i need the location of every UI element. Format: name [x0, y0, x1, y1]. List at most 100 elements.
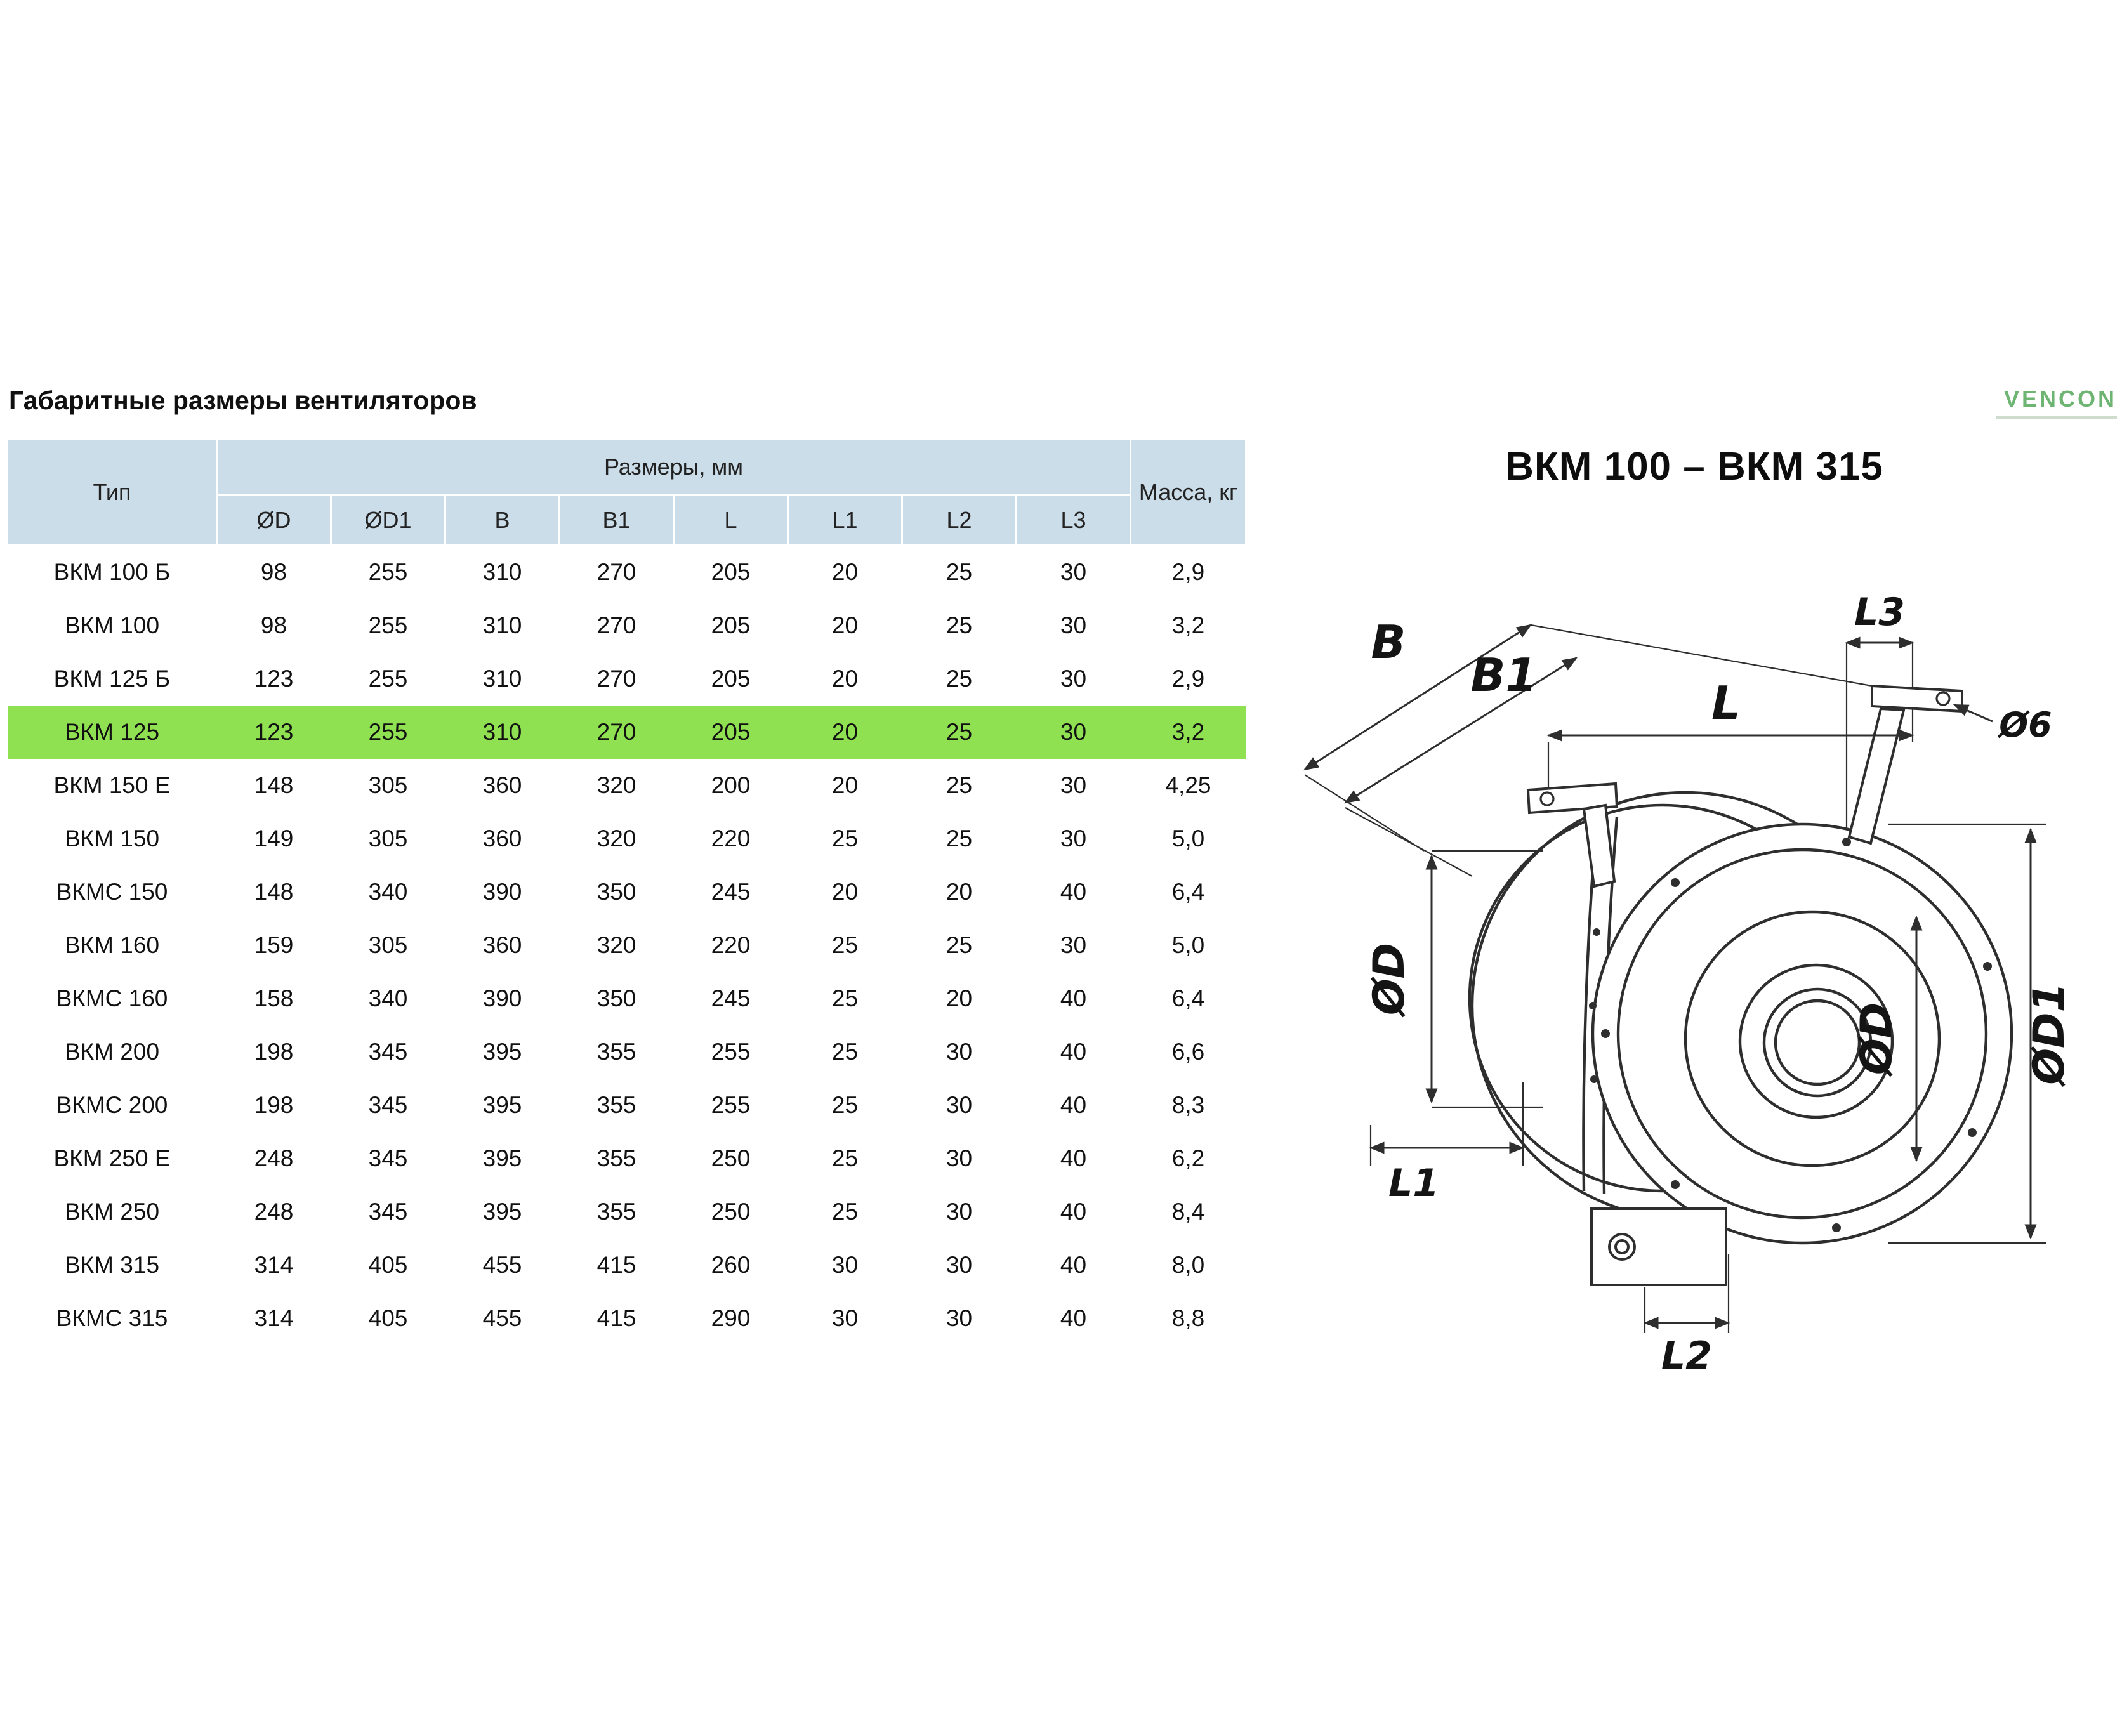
cell-dim: 395: [445, 1185, 560, 1239]
cell-dim: 455: [445, 1291, 560, 1345]
cell-dim: 220: [673, 812, 788, 865]
col-header-dim: L1: [787, 494, 903, 546]
cell-dim: 40: [1016, 1025, 1131, 1079]
cell-dim: 255: [331, 652, 445, 706]
cell-dim: 415: [559, 1291, 674, 1345]
cell-dim: 205: [673, 598, 788, 652]
cell-dim: 250: [673, 1131, 788, 1185]
cell-dim: 20: [902, 971, 1017, 1025]
cell-dim: 305: [331, 758, 445, 812]
cell-dim: 149: [216, 812, 331, 865]
page-title: Габаритные размеры вентиляторов: [9, 386, 477, 415]
col-header-dim: L2: [901, 494, 1017, 546]
table-header-row-top: Тип Размеры, мм Масса, кг: [6, 438, 1247, 546]
cell-dim: 159: [216, 918, 331, 972]
cell-dim: 455: [445, 1238, 560, 1292]
cell-dim: 345: [331, 1078, 445, 1132]
cell-dim: 395: [445, 1131, 560, 1185]
cell-dim: 30: [1016, 812, 1131, 865]
cell-type: ВКМ 125 Б: [7, 652, 217, 706]
cell-dim: 25: [902, 918, 1017, 972]
cell-dim: 290: [673, 1291, 788, 1345]
cell-dim: 390: [445, 865, 560, 919]
cell-dim: 30: [902, 1291, 1017, 1345]
right-bracket-leg: [1847, 707, 1906, 845]
cell-dim: 25: [788, 1025, 902, 1079]
cell-dim: 25: [902, 705, 1017, 759]
cell-dim: 270: [559, 652, 674, 706]
cell-dim: 20: [788, 865, 902, 919]
cell-dim: 255: [331, 545, 445, 599]
cell-mass: 4,25: [1130, 758, 1246, 812]
col-header-dim: B1: [558, 494, 675, 546]
cell-dim: 255: [331, 705, 445, 759]
dim-label-l1: L1: [1388, 1161, 1439, 1206]
dim-line-b1: [1343, 657, 1578, 804]
cell-dim: 320: [559, 758, 674, 812]
cell-dim: 123: [216, 652, 331, 706]
dim-label-b: B: [1371, 615, 1406, 669]
col-header-dimensions: Размеры, мм: [216, 438, 1131, 496]
cell-dim: 25: [902, 652, 1017, 706]
cell-dim: 25: [788, 1185, 902, 1239]
cell-dim: 310: [445, 652, 560, 706]
cell-dim: 30: [902, 1185, 1017, 1239]
cell-dim: 314: [216, 1291, 331, 1345]
dimension-labels: B B1 L L3 Ø6 ØD ØD ØD1 L1 L2: [1364, 590, 2074, 1378]
cell-dim: 305: [331, 812, 445, 865]
cell-dim: 30: [902, 1238, 1017, 1292]
clamp-screws: [1589, 928, 1600, 1083]
cell-dim: 220: [673, 918, 788, 972]
fan-technical-drawing: B B1 L L3 Ø6 ØD ØD ØD1 L1 L2: [1303, 590, 2074, 1378]
cell-dim: 30: [1016, 598, 1131, 652]
terminal-box: [1590, 1207, 1727, 1286]
leader-line-d6: [1953, 704, 1993, 723]
cell-type: ВКМ 150 Е: [7, 758, 217, 812]
cell-dim: 248: [216, 1185, 331, 1239]
cell-dim: 40: [1016, 1078, 1131, 1132]
cell-dim: 355: [559, 1078, 674, 1132]
cell-dim: 390: [445, 971, 560, 1025]
cell-mass: 6,4: [1130, 971, 1246, 1025]
cell-mass: 8,8: [1130, 1291, 1246, 1345]
cell-dim: 255: [673, 1078, 788, 1132]
cell-dim: 320: [559, 812, 674, 865]
cell-dim: 30: [902, 1078, 1017, 1132]
cell-dim: 25: [902, 812, 1017, 865]
cell-type: ВКМ 160: [7, 918, 217, 972]
fan-body: [1468, 791, 2013, 1245]
cell-dim: 40: [1016, 1185, 1131, 1239]
cell-mass: 8,4: [1130, 1185, 1246, 1239]
cell-dim: 40: [1016, 1291, 1131, 1345]
cell-dim: 30: [1016, 705, 1131, 759]
cell-type: ВКМС 200: [7, 1078, 217, 1132]
cell-dim: 40: [1016, 1131, 1131, 1185]
cell-dim: 360: [445, 812, 560, 865]
col-header-dim: L3: [1015, 494, 1131, 546]
cell-mass: 6,4: [1130, 865, 1246, 919]
cell-dim: 98: [216, 598, 331, 652]
cell-dim: 305: [331, 918, 445, 972]
col-header-dim: ØD: [216, 494, 332, 546]
cell-dim: 148: [216, 758, 331, 812]
cell-dim: 245: [673, 865, 788, 919]
cell-dim: 340: [331, 865, 445, 919]
cell-dim: 20: [788, 652, 902, 706]
drawing-title: ВКМ 100 – ВКМ 315: [1505, 445, 1883, 489]
cell-mass: 6,2: [1130, 1131, 1246, 1185]
cell-dim: 25: [788, 812, 902, 865]
cell-dim: 205: [673, 652, 788, 706]
cell-dim: 20: [788, 705, 902, 759]
flange-bolts: [1601, 838, 1992, 1232]
cell-dim: 250: [673, 1185, 788, 1239]
cell-dim: 30: [788, 1291, 902, 1345]
cell-dim: 25: [788, 1078, 902, 1132]
cell-dim: 270: [559, 598, 674, 652]
dimension-lines: [1303, 624, 2037, 1329]
